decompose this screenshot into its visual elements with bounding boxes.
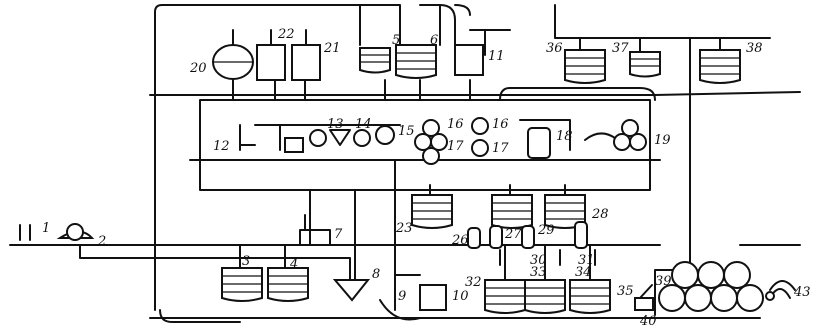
label-26: 26 xyxy=(451,233,469,248)
separator-8 xyxy=(335,280,368,300)
label-14: 14 xyxy=(355,117,372,132)
label-15: 15 xyxy=(398,124,415,139)
label-17a: 17 xyxy=(447,139,464,154)
label-9: 9 xyxy=(398,289,406,304)
cylinder-bank xyxy=(659,262,763,311)
label-7: 7 xyxy=(334,227,343,242)
label-8: 8 xyxy=(372,267,380,282)
label-38: 38 xyxy=(746,41,763,56)
label-27: 27 xyxy=(504,227,522,242)
tank-38 xyxy=(700,50,740,83)
label-20: 20 xyxy=(189,61,207,76)
label-28: 28 xyxy=(591,207,609,222)
label-33: 33 xyxy=(530,265,547,280)
box-10 xyxy=(420,285,446,310)
label-16a: 16 xyxy=(447,117,464,132)
label-22: 22 xyxy=(277,27,295,42)
label-2: 2 xyxy=(97,234,106,249)
box-21 xyxy=(292,45,320,80)
tank-33 xyxy=(525,280,565,313)
label-4: 4 xyxy=(289,257,298,272)
tank-32 xyxy=(485,280,525,313)
box-22 xyxy=(257,45,285,80)
tank-23 xyxy=(412,195,452,228)
label-32: 32 xyxy=(465,275,482,290)
tank-3 xyxy=(222,268,262,301)
label-13: 13 xyxy=(327,117,344,132)
label-3: 3 xyxy=(242,254,250,269)
label-43: 43 xyxy=(793,285,811,300)
label-11: 11 xyxy=(488,49,505,64)
tank-6 xyxy=(396,45,436,78)
label-40: 40 xyxy=(639,314,657,329)
box-11 xyxy=(455,45,483,75)
label-18: 18 xyxy=(556,129,573,144)
tank-34 xyxy=(570,280,610,313)
label-34: 34 xyxy=(575,265,592,280)
label-17b: 17 xyxy=(492,141,509,156)
label-37: 37 xyxy=(612,41,629,56)
label-16b: 16 xyxy=(492,117,509,132)
label-23: 23 xyxy=(395,221,413,236)
label-5: 5 xyxy=(392,33,400,48)
label-6: 6 xyxy=(430,33,438,48)
label-21: 21 xyxy=(323,41,341,56)
label-36: 36 xyxy=(546,41,563,56)
equipment xyxy=(20,30,795,313)
label-10: 10 xyxy=(452,289,469,304)
label-35: 35 xyxy=(617,284,634,299)
tank-36 xyxy=(565,50,605,83)
tank-24 xyxy=(492,195,532,228)
tank-37 xyxy=(630,52,660,77)
label-1: 1 xyxy=(42,221,50,236)
tank-4 xyxy=(268,268,308,301)
label-19: 19 xyxy=(654,133,671,148)
label-39: 39 xyxy=(655,274,672,289)
label-29: 29 xyxy=(537,223,555,238)
tank-5 xyxy=(360,48,390,73)
label-12: 12 xyxy=(213,139,230,154)
